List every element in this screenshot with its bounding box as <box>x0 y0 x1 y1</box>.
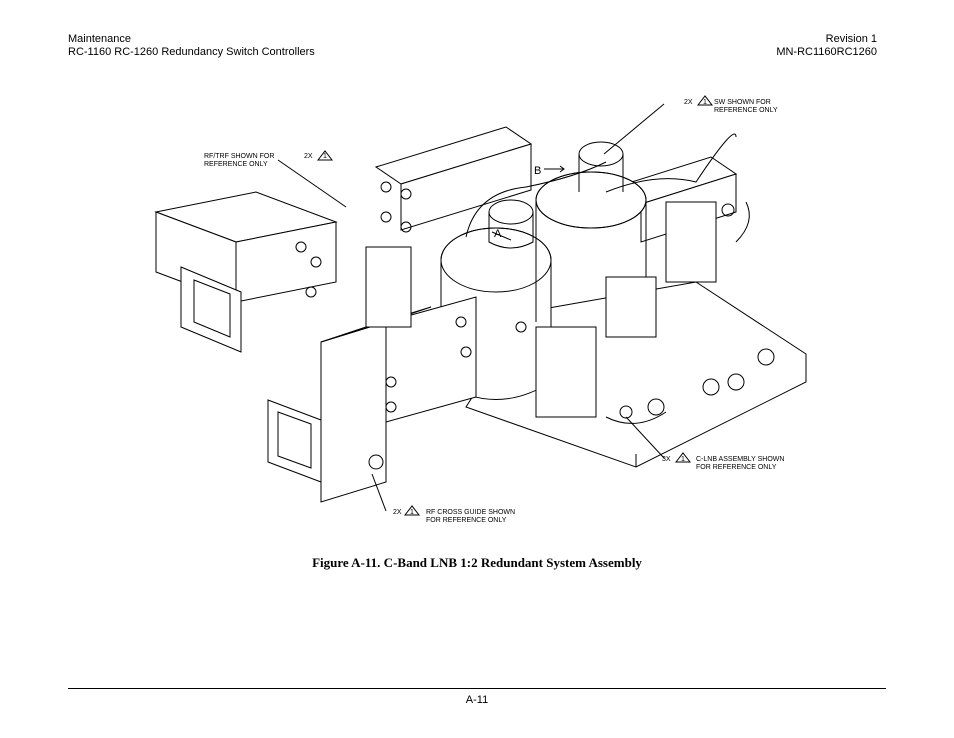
lnb-box-1 <box>535 326 597 418</box>
callout-sw-qty: 2X <box>684 99 693 106</box>
callout-c-lnb: 3X 1 C-LNB ASSEMBLY SHOWN FOR REFERENCE … <box>662 456 784 471</box>
callout-c-lnb-qty: 3X <box>662 456 671 463</box>
lower-flange <box>267 399 322 483</box>
header-section: Maintenance <box>68 33 131 45</box>
callout-rf-trf-line2: REFERENCE ONLY <box>204 161 268 168</box>
assembly-drawing: 2X 1 SW SHOWN FOR REFERENCE ONLY 2X 1 RF… <box>154 95 807 524</box>
rf-cross-guide <box>320 321 387 503</box>
footer-rule <box>68 688 886 689</box>
callout-rf-cross-line2: FOR REFERENCE ONLY <box>426 517 507 524</box>
callout-c-lnb-line1: C-LNB ASSEMBLY SHOWN <box>696 456 784 463</box>
lnb-box-2 <box>665 201 717 283</box>
callout-sw: 2X 1 SW SHOWN FOR REFERENCE ONLY <box>684 99 778 114</box>
callout-sw-line1: SW SHOWN FOR <box>714 99 771 106</box>
callout-rf-trf-line1: RF/TRF SHOWN FOR <box>204 153 274 160</box>
header-revision: Revision 1 <box>825 33 877 45</box>
callout-rf-cross-qty: 2X <box>393 509 402 516</box>
left-flange <box>180 266 242 353</box>
switch-b-motor <box>578 141 624 167</box>
view-label-a: A <box>494 228 502 240</box>
callout-rf-trf: 2X 1 RF/TRF SHOWN FOR REFERENCE ONLY <box>204 153 327 168</box>
view-label-b: B <box>534 165 541 177</box>
callout-rf-cross-guide: 2X 1 RF CROSS GUIDE SHOWN FOR REFERENCE … <box>393 509 515 524</box>
lnb-box-3 <box>365 246 412 328</box>
header-doc-number: MN-RC1160RC1260 <box>776 46 877 58</box>
header-left: Maintenance RC-1160 RC-1260 Redundancy S… <box>68 33 315 59</box>
figure-caption: Figure A-11. C-Band LNB 1:2 Redundant Sy… <box>312 555 642 570</box>
header-right: Revision 1 MN-RC1160RC1260 <box>776 33 877 59</box>
callout-rf-trf-qty: 2X <box>304 153 313 160</box>
callout-rf-trf-num: 1 <box>323 153 327 160</box>
callout-c-lnb-num: 1 <box>681 456 685 463</box>
page-number: A-11 <box>465 694 489 706</box>
callout-sw-num: 1 <box>703 99 707 106</box>
callout-c-lnb-line2: FOR REFERENCE ONLY <box>696 464 777 471</box>
callout-rf-cross-line1: RF CROSS GUIDE SHOWN <box>426 509 515 516</box>
callout-sw-line2: REFERENCE ONLY <box>714 107 778 114</box>
callout-rf-cross-num: 1 <box>410 509 414 516</box>
switch-a-motor <box>488 199 534 225</box>
header-doc-title: RC-1160 RC-1260 Redundancy Switch Contro… <box>68 46 315 58</box>
